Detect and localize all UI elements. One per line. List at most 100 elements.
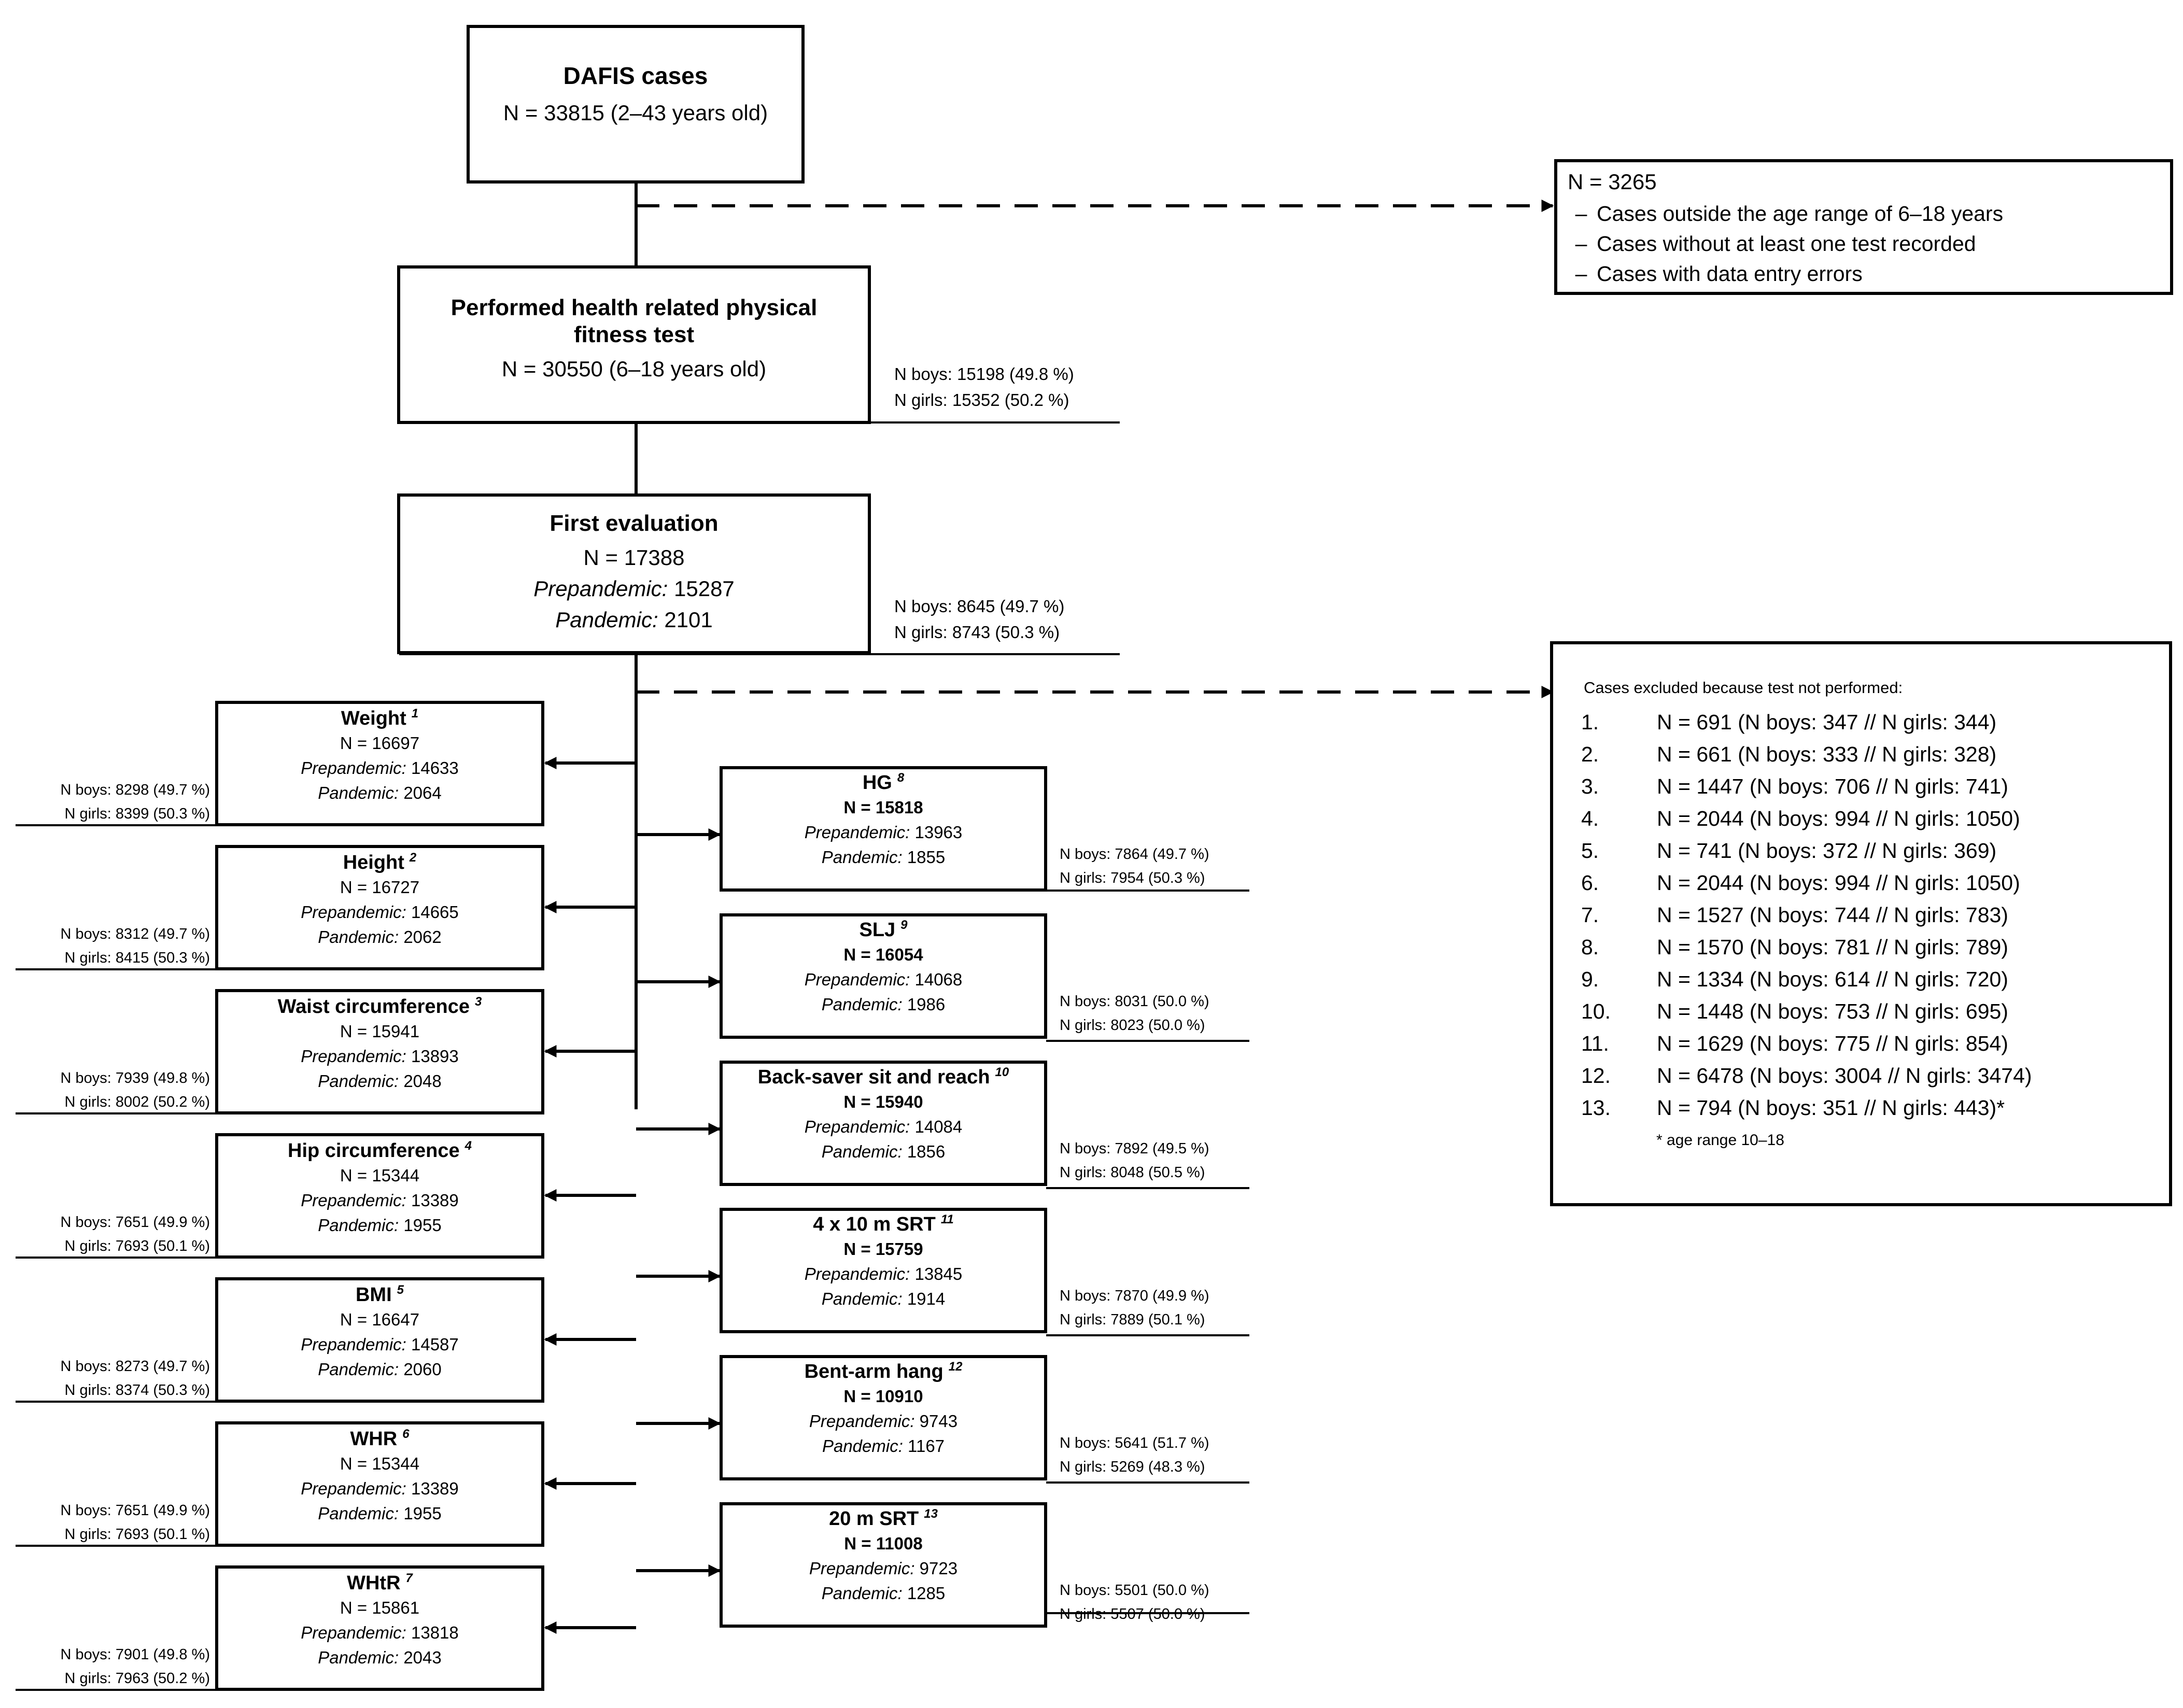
exclusion-reason: –Cases without at least one test recorde… — [1575, 232, 1976, 256]
test-prepandemic: Prepandemic: 14633 — [301, 758, 459, 778]
test-count: N = 11008 — [844, 1534, 923, 1553]
test-boys-count: N boys: 7864 (49.7 %) — [1060, 846, 1209, 863]
test-boys-count: N boys: 7901 (49.8 %) — [60, 1646, 210, 1663]
test-count: N = 10910 — [843, 1387, 923, 1406]
performed-count: N = 30550 (6–18 years old) — [501, 357, 767, 381]
first-evaluation-pandemic: Pandemic: 2101 — [555, 608, 713, 632]
dafis-cases-title: DAFIS cases — [563, 62, 708, 89]
performed-title-line2: fitness test — [573, 322, 695, 347]
performed-girls: N girls: 15352 (50.2 %) — [894, 390, 1069, 410]
excluded-test-item: 7.N = 1527 (N boys: 744 // N girls: 783) — [1581, 903, 2008, 927]
test-footnote-marker: 4 — [464, 1139, 472, 1153]
excluded-test-item: 6.N = 2044 (N boys: 994 // N girls: 1050… — [1581, 871, 2020, 895]
excluded-tests-footnote: * age range 10–18 — [1656, 1132, 1784, 1149]
test-count: N = 15344 — [340, 1454, 420, 1473]
test-boys-count: N boys: 7651 (49.9 %) — [60, 1214, 210, 1231]
test-pandemic: Pandemic: 1955 — [318, 1216, 442, 1235]
excluded-test-item: 3.N = 1447 (N boys: 706 // N girls: 741) — [1581, 774, 2008, 798]
test-footnote-marker: 6 — [402, 1427, 410, 1442]
test-girls-count: N girls: 8399 (50.3 %) — [64, 806, 210, 822]
excluded-test-item: 11.N = 1629 (N boys: 775 // N girls: 854… — [1581, 1032, 2008, 1055]
test-footnote-marker: 5 — [397, 1283, 404, 1297]
test-prepandemic: Prepandemic: 9743 — [809, 1411, 958, 1431]
test-pandemic: Pandemic: 1167 — [822, 1436, 945, 1456]
test-count: N = 15344 — [340, 1166, 420, 1185]
test-count: N = 16054 — [843, 945, 923, 964]
test-count: N = 15861 — [340, 1598, 420, 1617]
exclusion-reason: –Cases outside the age range of 6–18 yea… — [1575, 202, 2004, 225]
test-footnote-marker: 2 — [409, 851, 417, 865]
test-prepandemic: Prepandemic: 9723 — [809, 1559, 958, 1578]
excluded-cases-count: N = 3265 — [1568, 170, 1657, 194]
first-evaluation-count: N = 17388 — [583, 545, 685, 570]
excluded-test-item: 4.N = 2044 (N boys: 994 // N girls: 1050… — [1581, 807, 2020, 830]
test-footnote-marker: 1 — [411, 707, 419, 721]
test-pandemic: Pandemic: 2060 — [318, 1360, 442, 1379]
test-footnote-marker: 3 — [474, 995, 482, 1009]
dafis-cases-box: DAFIS cases N = 33815 (2–43 years old) — [467, 25, 805, 183]
test-footnote-marker: 13 — [924, 1507, 938, 1521]
test-footnote-marker: 8 — [897, 771, 905, 785]
excluded-test-item: 12.N = 6478 (N boys: 3004 // N girls: 34… — [1581, 1064, 2032, 1088]
test-pandemic: Pandemic: 1856 — [821, 1142, 946, 1161]
first-evaluation-boys: N boys: 8645 (49.7 %) — [894, 597, 1065, 616]
first-evaluation-box: First evaluation N = 17388 Prepandemic: … — [397, 493, 871, 654]
excluded-test-item: 2.N = 661 (N boys: 333 // N girls: 328) — [1581, 742, 1997, 766]
test-boys-count: N boys: 8298 (49.7 %) — [60, 782, 210, 798]
excluded-test-item: 8.N = 1570 (N boys: 781 // N girls: 789) — [1581, 935, 2008, 959]
test-girls-count: N girls: 7954 (50.3 %) — [1060, 870, 1205, 886]
test-girls-count: N girls: 5269 (48.3 %) — [1060, 1459, 1205, 1475]
test-pandemic: Pandemic: 1285 — [821, 1584, 946, 1603]
test-boys-count: N boys: 7939 (49.8 %) — [60, 1070, 210, 1086]
test-count: N = 16727 — [340, 878, 420, 897]
test-footnote-marker: 7 — [405, 1571, 413, 1586]
excluded-tests-box — [1550, 641, 2172, 1206]
test-count: N = 16647 — [340, 1310, 420, 1329]
test-prepandemic: Prepandemic: 13389 — [301, 1191, 459, 1210]
excluded-cases-box: N = 3265 — [1554, 159, 2173, 295]
excluded-test-item: 10.N = 1448 (N boys: 753 // N girls: 695… — [1581, 999, 2008, 1023]
test-boys-count: N boys: 8031 (50.0 %) — [1060, 993, 1209, 1010]
test-girls-count: N girls: 8048 (50.5 %) — [1060, 1164, 1205, 1181]
test-girls-count: N girls: 7693 (50.1 %) — [64, 1526, 210, 1543]
performed-title-line1: Performed health related physical — [450, 295, 818, 320]
exclusion-reason: –Cases with data entry errors — [1575, 262, 1863, 286]
test-boys-count: N boys: 7870 (49.9 %) — [1060, 1288, 1209, 1304]
test-count: N = 15940 — [843, 1092, 923, 1111]
excluded-test-item: 13.N = 794 (N boys: 351 // N girls: 443)… — [1581, 1096, 2005, 1120]
performed-test-box: Performed health related physical fitnes… — [397, 265, 871, 424]
test-girls-count: N girls: 7693 (50.1 %) — [64, 1238, 210, 1254]
test-pandemic: Pandemic: 2048 — [318, 1071, 442, 1091]
test-pandemic: Pandemic: 2064 — [318, 783, 442, 802]
excluded-test-item: 9.N = 1334 (N boys: 614 // N girls: 720) — [1581, 967, 2008, 991]
test-prepandemic: Prepandemic: 13389 — [301, 1479, 459, 1498]
test-prepandemic: Prepandemic: 13818 — [301, 1623, 459, 1642]
test-pandemic: Pandemic: 2062 — [318, 927, 442, 947]
test-boys-count: N boys: 5501 (50.0 %) — [1060, 1582, 1209, 1599]
test-prepandemic: Prepandemic: 14665 — [301, 902, 459, 922]
first-evaluation-prepandemic: Prepandemic: 15287 — [533, 576, 735, 601]
test-pandemic: Pandemic: 1986 — [821, 995, 946, 1014]
test-footnote-marker: 11 — [940, 1212, 954, 1227]
test-girls-count: N girls: 7889 (50.1 %) — [1060, 1311, 1205, 1328]
test-footnote-marker: 10 — [995, 1065, 1009, 1080]
test-prepandemic: Prepandemic: 14084 — [804, 1117, 963, 1136]
test-footnote-marker: 9 — [900, 918, 908, 933]
test-girls-count: N girls: 5507 (50.0 %) — [1060, 1606, 1205, 1622]
exclusion-reasons-list: –Cases outside the age range of 6–18 yea… — [1566, 199, 2004, 289]
